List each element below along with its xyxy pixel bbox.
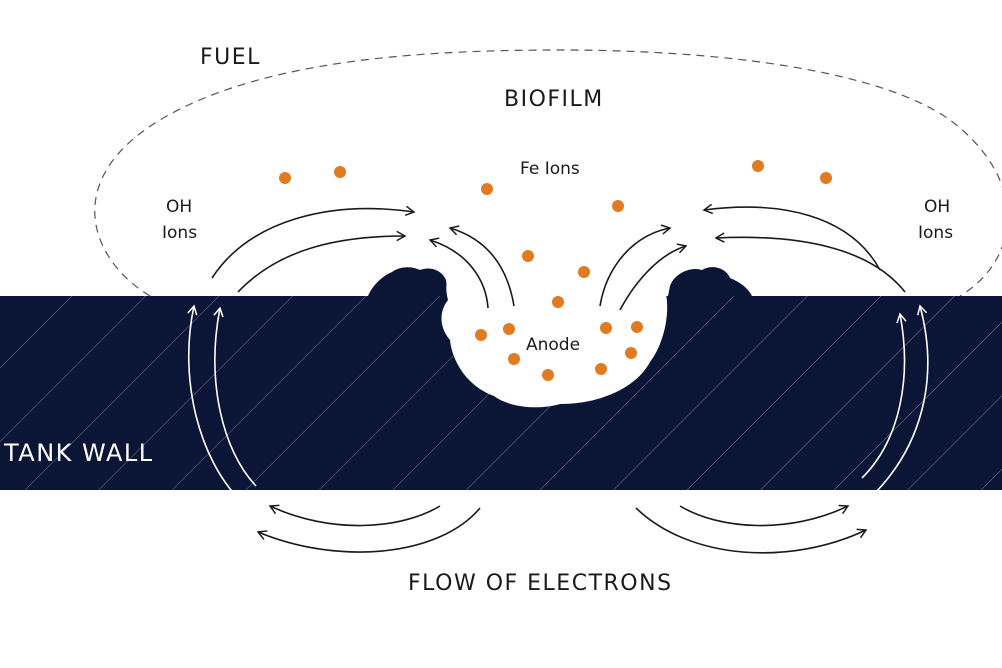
ion-dots [279, 160, 832, 381]
label-oh-ions-left-2: Ions [162, 223, 197, 243]
arrow-pit-left-inner [448, 225, 515, 307]
electron-arrow-left-outer [256, 507, 481, 553]
fe-ion-dot [752, 160, 764, 172]
fe-ion-dot [578, 266, 590, 278]
anode-pit [441, 250, 668, 408]
fe-ion-dot [279, 172, 291, 184]
label-flow-of-electrons: FLOW OF ELECTRONS [408, 571, 673, 596]
label-oh-ions-right-1: OH [924, 197, 950, 217]
arrow-right-inner [714, 232, 906, 293]
fe-ion-dot [631, 321, 643, 333]
biofilm-boundary [94, 49, 1002, 297]
arrow-pit-right-inner [619, 243, 688, 311]
fe-ion-dot [625, 347, 637, 359]
arrow-pit-left-outer [428, 237, 489, 309]
label-anode: Anode [526, 335, 580, 355]
label-fuel: FUEL [200, 45, 261, 70]
fe-ion-dot [552, 296, 564, 308]
label-biofilm: BIOFILM [504, 87, 604, 112]
electron-arrow-right-inner [679, 504, 850, 527]
arrow-wall-right-outer [875, 304, 929, 493]
fe-ion-dot [612, 200, 624, 212]
arrow-left-inner [237, 230, 407, 293]
arrow-pit-right-outer [599, 224, 672, 307]
fe-ion-dot [503, 323, 515, 335]
label-tank-wall: TANK WALL [3, 439, 154, 467]
fe-ion-dot [522, 250, 534, 262]
fe-ion-dot [820, 172, 832, 184]
fe-ion-dot [481, 183, 493, 195]
electron-arrow-right-outer [635, 507, 868, 554]
fe-ion-dot [542, 369, 554, 381]
arrow-left-outer [211, 205, 416, 279]
arrow-wall-right-inner [861, 312, 907, 479]
fe-ion-dot [334, 166, 346, 178]
label-fe-ions: Fe Ions [520, 159, 580, 179]
arrow-wall-left-outer [187, 304, 241, 501]
fe-ion-dot [595, 363, 607, 375]
electron-arrow-left-inner [268, 504, 441, 527]
label-oh-ions-right-2: Ions [918, 223, 953, 243]
label-oh-ions-left-1: OH [166, 197, 192, 217]
right-deposit [668, 267, 752, 296]
fe-ion-dot [600, 322, 612, 334]
arrow-wall-left-inner [213, 306, 257, 487]
left-deposit [368, 267, 448, 296]
fe-ion-dot [508, 353, 520, 365]
arrow-right-outer [702, 203, 881, 271]
fe-ion-dot [475, 329, 487, 341]
